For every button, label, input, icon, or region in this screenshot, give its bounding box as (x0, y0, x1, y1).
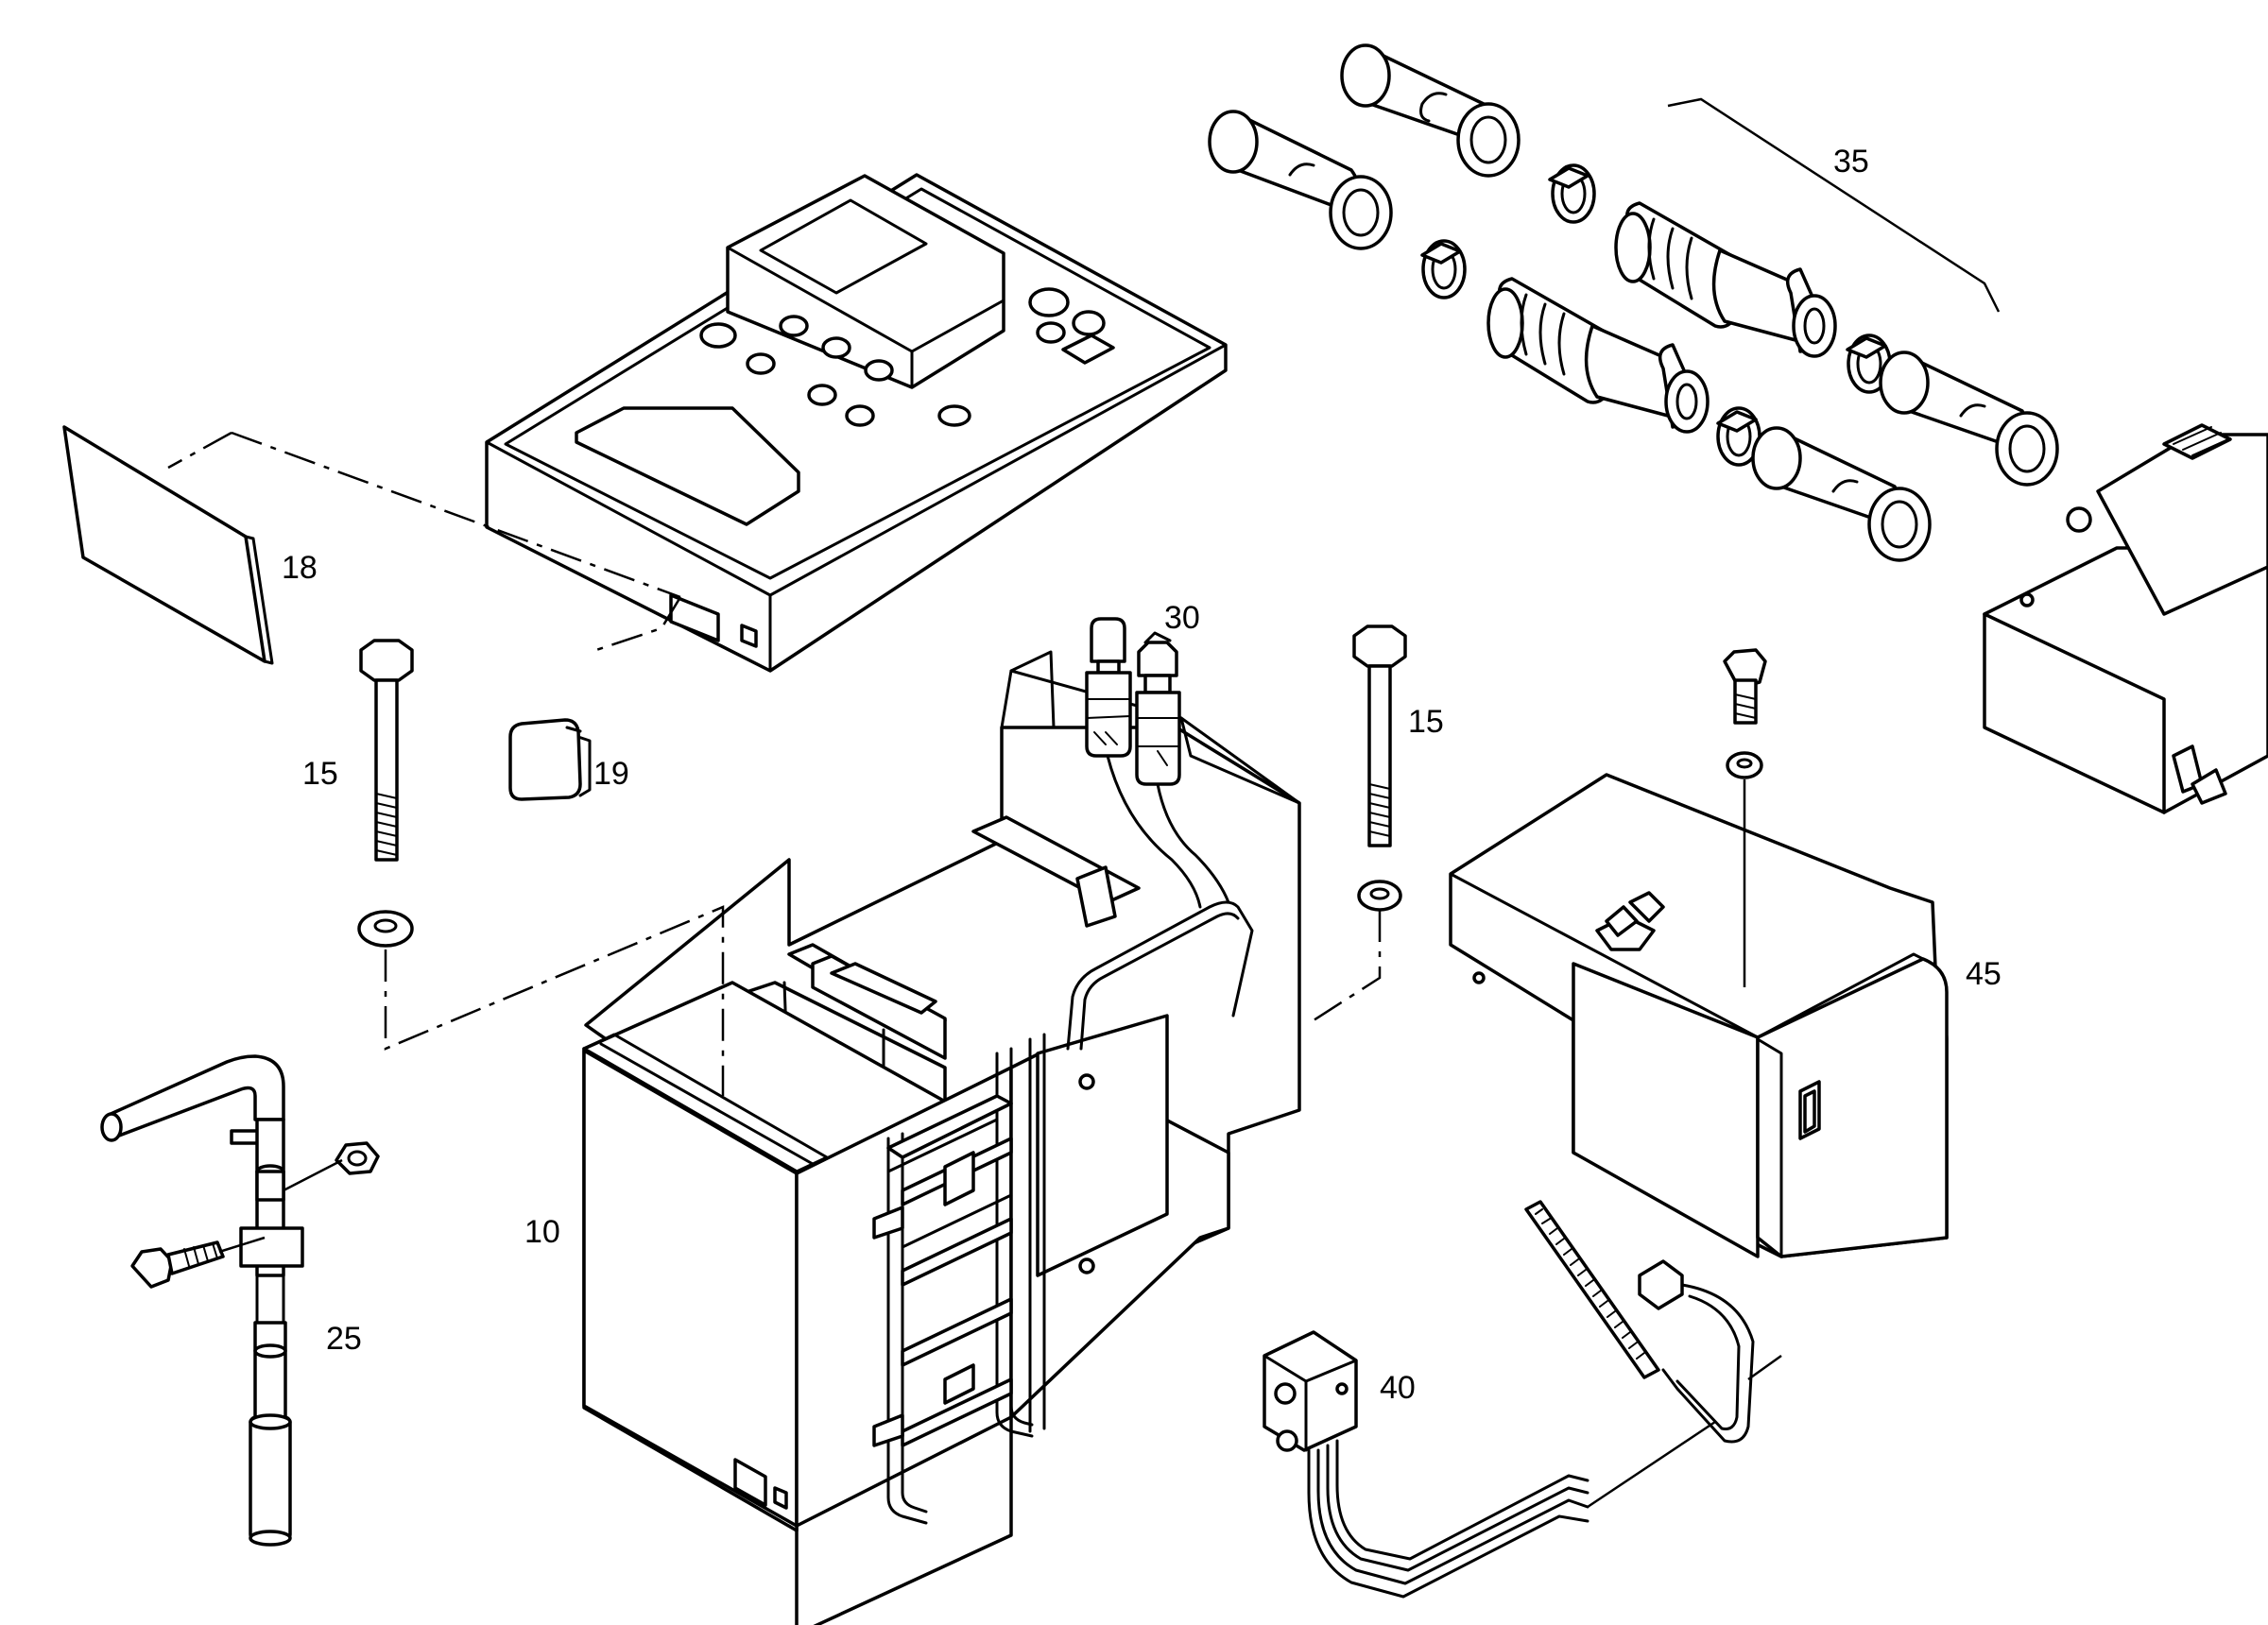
rubber-plug (508, 718, 592, 801)
callout-25: 25 (326, 1321, 362, 1357)
callout-10: 10 (524, 1214, 560, 1250)
bolt-left (357, 639, 414, 948)
sensor-cable (1263, 1200, 1782, 1599)
tool-box (1449, 648, 1949, 1258)
hose-kit (1208, 43, 2059, 562)
callout-19: 19 (593, 756, 629, 792)
bolt-center (1352, 624, 1407, 912)
crank-handle (100, 1054, 380, 1547)
callout-15-center: 15 (1408, 704, 1444, 740)
control-panel-cover (485, 173, 1228, 673)
callout-15-left: 15 (302, 756, 338, 792)
callout-40: 40 (1380, 1370, 1416, 1406)
leader-lines (167, 431, 1382, 1096)
side-panel-plate (62, 425, 274, 665)
hose-fittings (1085, 617, 1230, 909)
callout-35: 35 (1833, 144, 1869, 180)
ladder (872, 1033, 1046, 1525)
callout-30: 30 (1164, 600, 1200, 636)
callout-45: 45 (1966, 956, 2002, 992)
heater-unit (1983, 423, 2268, 814)
callout-18: 18 (282, 550, 318, 586)
